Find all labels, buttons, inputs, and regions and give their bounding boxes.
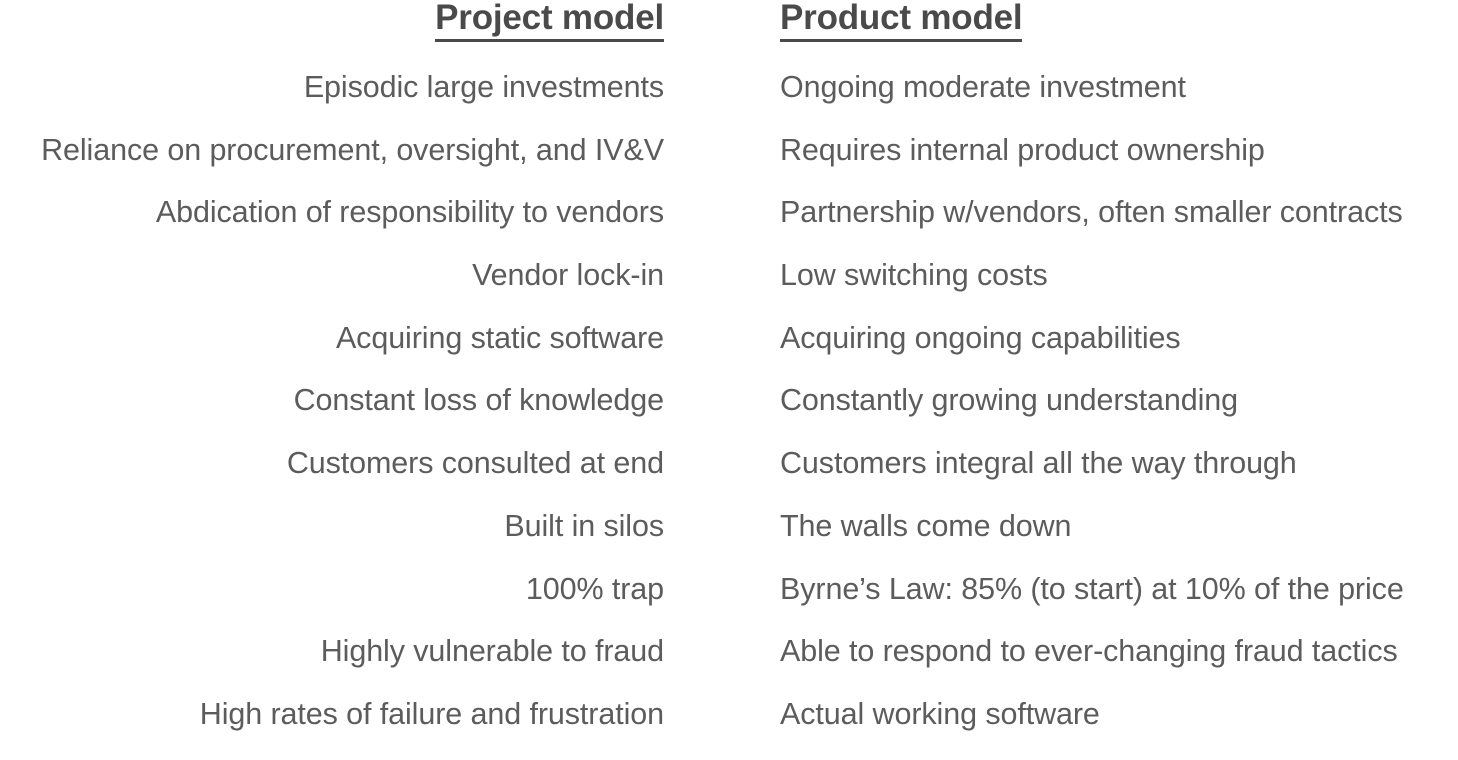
comparison-row: Built in silos The walls come down: [0, 509, 1458, 572]
product-model-item: Actual working software: [780, 696, 1100, 731]
product-model-cell: Ongoing moderate investment: [664, 70, 1458, 105]
project-model-item: High rates of failure and frustration: [199, 696, 664, 731]
product-model-header-label: Product model: [780, 0, 1023, 42]
column-header-left-cell: Project model: [0, 0, 664, 42]
project-model-cell: Episodic large investments: [0, 70, 664, 105]
product-model-cell: Byrne’s Law: 85% (to start) at 10% of th…: [664, 572, 1458, 607]
project-model-cell: Customers consulted at end: [0, 446, 664, 481]
project-model-item: Highly vulnerable to fraud: [320, 634, 664, 669]
project-model-cell: High rates of failure and frustration: [0, 697, 664, 732]
comparison-row: Highly vulnerable to fraud Able to respo…: [0, 634, 1458, 697]
comparison-row: Episodic large investments Ongoing moder…: [0, 70, 1458, 133]
comparison-row: Abdication of responsibility to vendors …: [0, 195, 1458, 258]
comparison-row: High rates of failure and frustration Ac…: [0, 697, 1458, 760]
product-model-item: Acquiring ongoing capabilities: [780, 320, 1181, 355]
comparison-row: Customers consulted at end Customers int…: [0, 446, 1458, 509]
product-model-cell: Acquiring ongoing capabilities: [664, 321, 1458, 356]
product-model-item: The walls come down: [780, 508, 1072, 543]
product-model-item: Ongoing moderate investment: [780, 70, 1186, 104]
comparison-row: Acquiring static software Acquiring ongo…: [0, 321, 1458, 384]
product-model-item: Low switching costs: [780, 258, 1048, 293]
product-model-cell: Customers integral all the way through: [664, 446, 1458, 481]
column-header-right-cell: Product model: [664, 0, 1458, 42]
project-model-header-label: Project model: [435, 0, 664, 42]
project-model-cell: Abdication of responsibility to vendors: [0, 195, 664, 230]
project-model-item: Constant loss of knowledge: [293, 383, 665, 418]
project-model-item: Episodic large investments: [303, 70, 664, 104]
comparison-row: Reliance on procurement, oversight, and …: [0, 133, 1458, 196]
comparison-row: 100% trap Byrne’s Law: 85% (to start) at…: [0, 572, 1458, 635]
project-model-item: Reliance on procurement, oversight, and …: [41, 132, 664, 167]
product-model-item: Customers integral all the way through: [780, 446, 1297, 481]
comparison-row: Constant loss of knowledge Constantly gr…: [0, 383, 1458, 446]
project-model-item: Vendor lock-in: [472, 258, 664, 293]
project-model-cell: Vendor lock-in: [0, 258, 664, 293]
product-model-cell: Able to respond to ever-changing fraud t…: [664, 634, 1458, 669]
product-model-cell: Actual working software: [664, 697, 1458, 732]
project-model-cell: Built in silos: [0, 509, 664, 544]
product-model-item: Partnership w/vendors, often smaller con…: [780, 195, 1403, 230]
project-model-cell: Highly vulnerable to fraud: [0, 634, 664, 669]
product-model-cell: Constantly growing understanding: [664, 383, 1458, 418]
product-model-item: Byrne’s Law: 85% (to start) at 10% of th…: [780, 571, 1404, 606]
product-model-header: Product model: [780, 0, 1023, 42]
product-model-cell: Low switching costs: [664, 258, 1458, 293]
product-model-cell: Requires internal product ownership: [664, 133, 1458, 168]
project-model-item: 100% trap: [525, 571, 664, 606]
project-model-cell: Constant loss of knowledge: [0, 383, 665, 418]
project-model-item: Customers consulted at end: [286, 446, 664, 481]
product-model-item: Requires internal product ownership: [780, 132, 1265, 167]
product-model-item: Able to respond to ever-changing fraud t…: [780, 634, 1398, 669]
product-model-item: Constantly growing understanding: [780, 383, 1238, 418]
project-model-cell: Reliance on procurement, oversight, and …: [0, 133, 664, 168]
comparison-row: Vendor lock-in Low switching costs: [0, 258, 1458, 321]
project-model-cell: 100% trap: [0, 572, 664, 607]
comparison-header-row: Project model Product model: [0, 0, 1458, 70]
product-model-cell: Partnership w/vendors, often smaller con…: [664, 195, 1458, 230]
product-model-cell: The walls come down: [664, 509, 1458, 544]
project-model-header: Project model: [435, 0, 664, 42]
project-model-item: Built in silos: [504, 508, 664, 543]
project-model-item: Acquiring static software: [335, 320, 664, 355]
project-model-item: Abdication of responsibility to vendors: [155, 195, 664, 230]
project-model-cell: Acquiring static software: [0, 321, 664, 356]
